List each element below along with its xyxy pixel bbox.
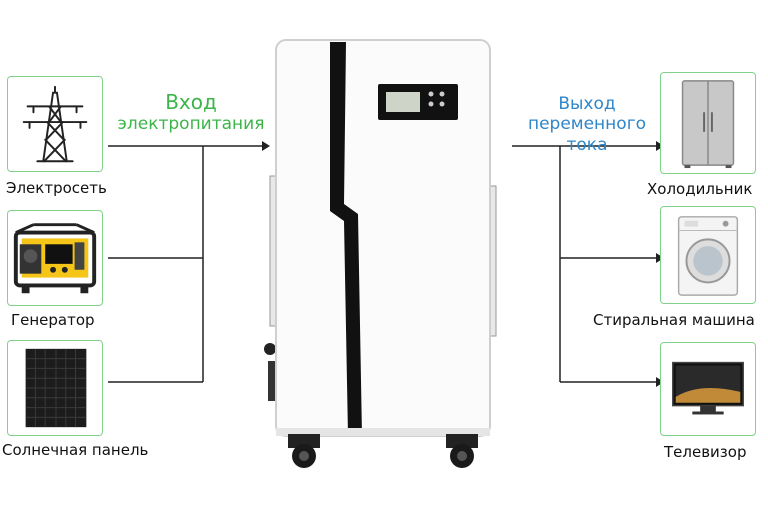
washing-machine-icon bbox=[677, 216, 739, 296]
source-card-grid bbox=[7, 76, 103, 172]
television-icon bbox=[672, 361, 744, 415]
load-card-television bbox=[660, 342, 756, 436]
source-card-solar bbox=[7, 340, 103, 436]
solar-panel-icon bbox=[25, 348, 87, 428]
source-label-generator: Генератор bbox=[11, 311, 95, 329]
load-card-refrigerator bbox=[660, 72, 756, 174]
output-title-line1: Выход bbox=[558, 94, 616, 114]
source-label-grid: Электросеть bbox=[6, 179, 107, 197]
output-title-line3: тока bbox=[566, 134, 608, 155]
input-title: Вход электропитания bbox=[108, 90, 274, 134]
load-label-television: Телевизор bbox=[664, 443, 747, 461]
output-title-line2: переменного bbox=[527, 114, 647, 135]
load-label-refrigerator: Холодильник bbox=[647, 180, 753, 198]
refrigerator-icon bbox=[681, 80, 735, 169]
source-label-solar: Солнечная панель bbox=[2, 441, 149, 459]
load-label-washing-machine: Стиральная машина bbox=[593, 311, 755, 329]
load-card-washing-machine bbox=[660, 206, 756, 304]
battery-inverter-unit bbox=[264, 39, 497, 468]
input-title-line2: электропитания bbox=[117, 114, 265, 134]
power-tower-icon bbox=[22, 85, 88, 163]
generator-icon bbox=[13, 223, 97, 294]
input-title-line1: Вход bbox=[165, 90, 217, 114]
output-title: Выход переменного тока bbox=[512, 94, 662, 155]
source-card-generator bbox=[7, 210, 103, 306]
